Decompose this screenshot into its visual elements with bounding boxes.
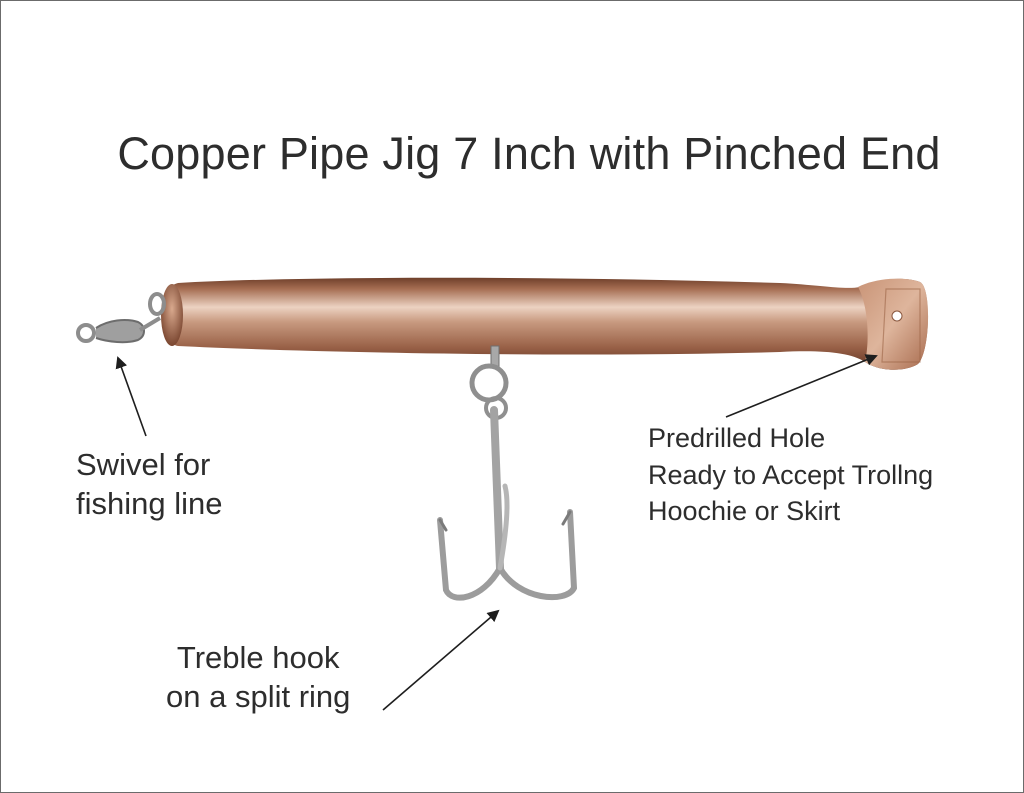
- hook-label-line-1: Treble hook: [176, 640, 340, 675]
- hole-label: Predrilled Hole Ready to Accept Trollng …: [648, 420, 933, 530]
- copper-pipe: [161, 277, 929, 370]
- page-title: Copper Pipe Jig 7 Inch with Pinched End: [117, 128, 941, 179]
- predrilled-hole: [891, 310, 903, 322]
- hook-arrow: [382, 609, 500, 711]
- hole-label-line-1: Predrilled Hole: [648, 423, 826, 453]
- hook-label-line-2: on a split ring: [166, 678, 351, 714]
- pinched-end: [858, 278, 929, 370]
- swivel-arrow: [115, 356, 147, 437]
- hole-label-line-2: Ready to Accept Trollng: [648, 459, 934, 490]
- swivel-label-line-2: fishing line: [76, 485, 223, 521]
- treble-hook: [437, 345, 578, 601]
- swivel: [76, 292, 166, 344]
- hook-label: Treble hook on a split ring: [166, 639, 350, 717]
- swivel-label-line-1: Swivel for: [76, 447, 211, 482]
- hole-arrow: [725, 354, 878, 418]
- swivel-label: Swivel for fishing line: [76, 446, 222, 524]
- hole-label-line-3: Hoochie or Skirt: [648, 496, 841, 527]
